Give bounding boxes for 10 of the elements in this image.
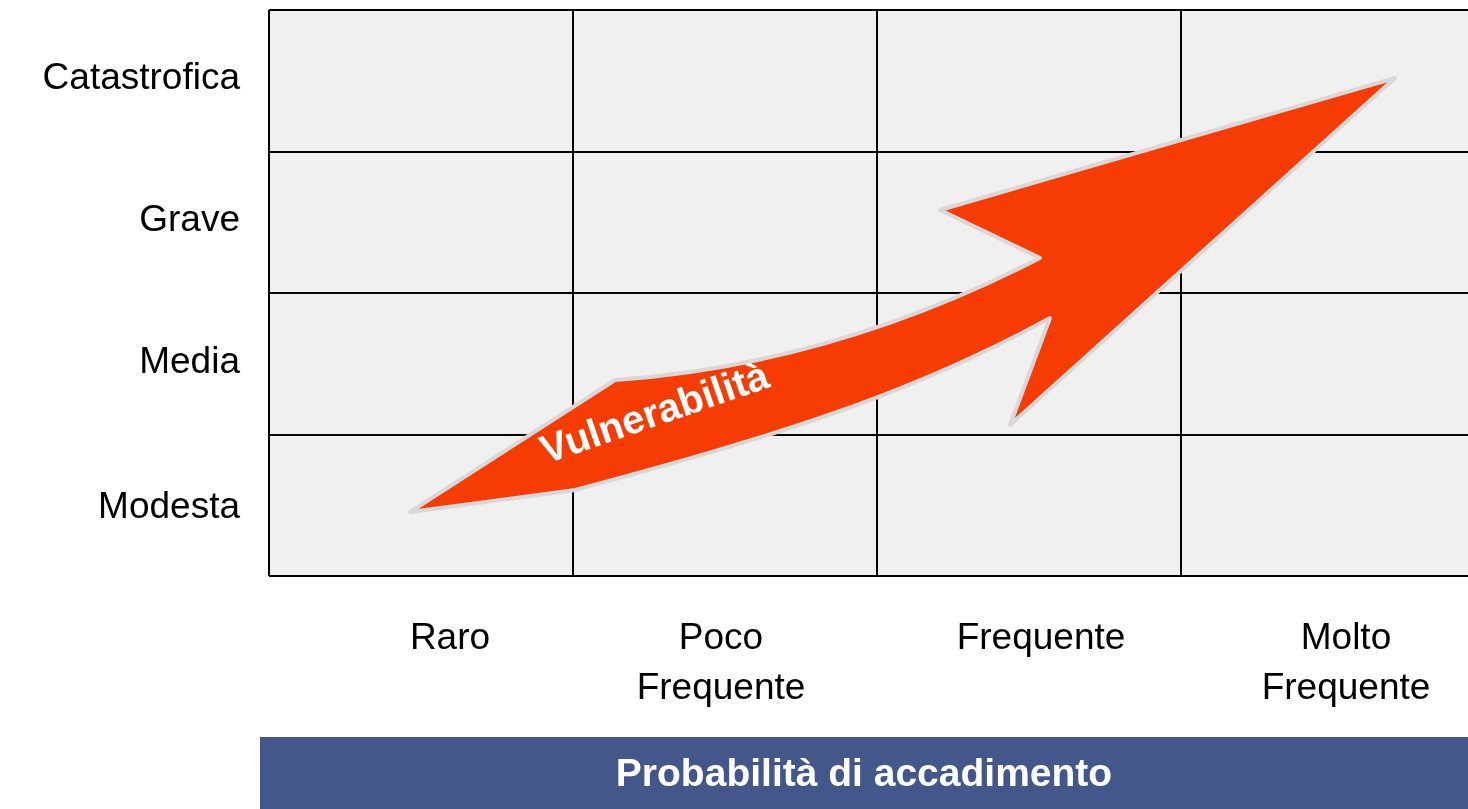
axis-title-banner <box>260 737 1468 809</box>
row-label: Grave <box>138 197 240 241</box>
column-label: Raro <box>408 615 492 659</box>
row-label: Catastrofica <box>41 55 240 99</box>
column-label: Molto Frequente <box>1260 615 1432 709</box>
banner-title: Probabilità di accadimento <box>615 751 1113 795</box>
row-label: Media <box>138 339 240 383</box>
column-label: Poco Frequente <box>635 615 807 709</box>
column-label: Frequente <box>955 615 1127 659</box>
row-label: Modesta <box>97 484 240 528</box>
